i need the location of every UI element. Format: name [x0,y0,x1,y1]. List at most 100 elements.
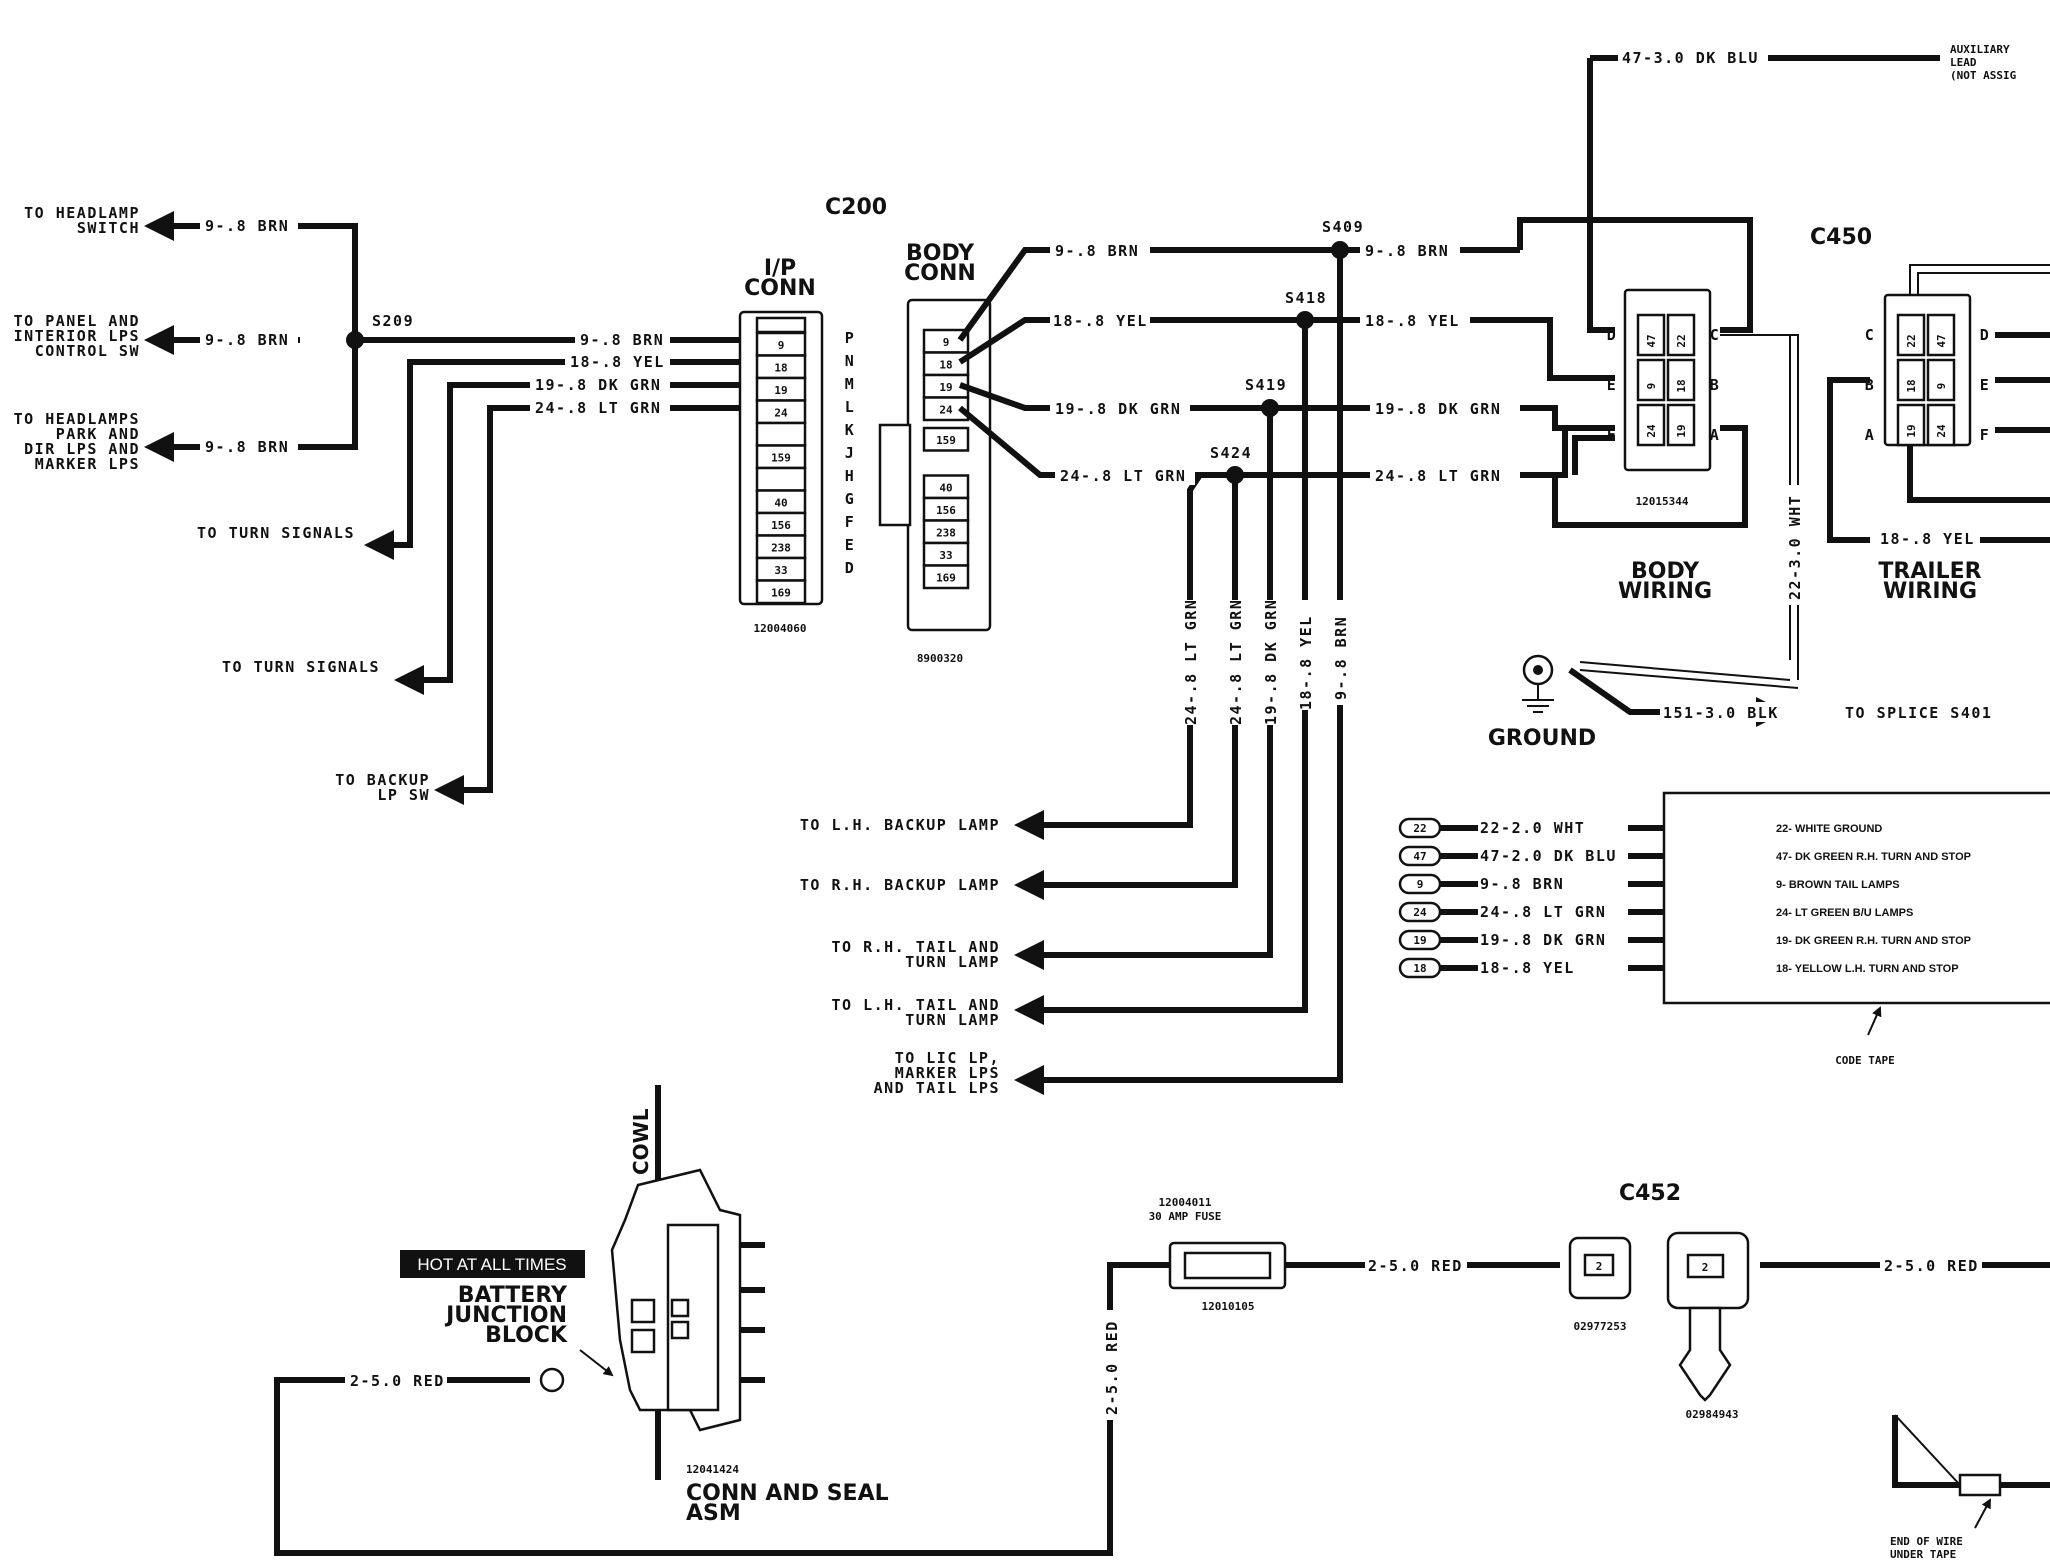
battery-label-1: BATTERY [458,1283,568,1308]
ip-pin-cell [755,466,807,492]
wire-label-body-yel: 18-.8 YEL [1053,312,1148,330]
dest-rh-tail-l2: TURN LAMP [905,953,1000,971]
trailer-wiring-pin-letter: B [1865,376,1876,394]
ip-pin-label: 33 [774,564,787,577]
body-wiring-pin-letter: B [1710,376,1721,394]
code-tag-label: 9 [1417,878,1424,891]
ip-pin-label: 169 [771,587,791,600]
s409-label: S409 [1322,218,1364,236]
wire-label-brn-3: 9-.8 BRN [205,438,289,456]
dest-turn-signals-2: TO TURN SIGNALS [222,658,380,676]
s424-label: S424 [1210,444,1252,462]
dest-turn-signals-1: TO TURN SIGNALS [197,524,355,542]
body-pin-label: 159 [936,434,956,447]
code-wire-label-bg [1478,958,1628,978]
wire-label-red-3: 2-5.0 RED [1368,1257,1463,1275]
body-wiring-label-2: WIRING [1618,579,1712,604]
body-pin-cell [922,396,970,422]
code-wire-label: 18-.8 YEL [1480,959,1575,977]
ip-pin-label: 9 [778,339,785,352]
c452-label: C452 [1619,1181,1681,1206]
s409-splice [1331,241,1349,259]
left-wiring [144,211,740,805]
dest-panel-lps-l2: INTERIOR LPS [14,327,140,345]
trailer-wiring-cell [1926,358,1956,402]
c200-label: C200 [825,195,887,220]
trailer-wiring-pin-letter: A [1865,426,1876,444]
dest-headlamps-l4: MARKER LPS [35,455,140,473]
wire-label-c450-yel: 18-.8 YEL [1365,312,1460,330]
trailer-wiring-cell-label: 22 [1905,334,1918,347]
left-destinations: TO HEADLAMP SWITCH TO PANEL AND INTERIOR… [14,204,429,804]
trailer-wiring-label-1: TRAILER [1878,559,1981,584]
dest-panel-lps-l1: TO PANEL AND [14,312,140,330]
body-wiring-cell [1636,403,1666,447]
dest-headlamps-l3: DIR LPS AND [24,440,140,458]
code-wire-label-bg [1478,902,1628,922]
dest-headlamp-switch-l2: SWITCH [77,219,140,237]
wire-label-body-dkgrn: 19-.8 DK GRN [1055,400,1181,418]
pin-letter: D [845,559,856,577]
trailer-wiring-cell [1896,358,1926,402]
to-splice-s401: TO SPLICE S401 [1845,704,1992,722]
end-of-wire-l1: END OF WIRE [1890,1535,1963,1548]
code-description: 22- WHITE GROUND [1776,823,1882,835]
body-side-labels: 9-.8 BRN 18-.8 YEL 19-.8 DK GRN 24-.8 LT… [1050,218,1520,485]
wire-label-ip-yel: 18-.8 YEL [570,353,665,371]
trailer-wiring-cell-label: 9 [1935,383,1948,390]
pin-letter: K [845,421,856,439]
ip-pin-cell [755,421,807,447]
code-wire-label-bg [1478,930,1628,950]
trailer-wiring-pin-letter: D [1980,326,1991,344]
wire-label-red-4: 2-5.0 RED [1884,1257,1979,1275]
body-wiring-cell [1636,313,1666,357]
code-description: 19- DK GREEN R.H. TURN AND STOP [1776,935,1971,947]
body-wiring-cell [1636,358,1666,402]
body-pin-label: 40 [939,482,952,495]
fuse: 12004011 30 AMP FUSE 12010105 [1149,1196,1287,1313]
ip-pin-cell [755,579,807,605]
ip-pin-label: 40 [774,497,787,510]
wire-label-wht: 22-3.0 WHT [1786,495,1804,600]
body-wiring-cell-label: 9 [1645,383,1658,390]
vwire-ltgrn-2: 24-.8 LT GRN [1227,599,1245,725]
pin-letter: N [845,352,856,370]
vwire-ltgrn-1: 24-.8 LT GRN [1182,599,1200,725]
trailer-wiring-cell-label: 18 [1905,379,1918,392]
ip-pin-label: 24 [774,407,788,420]
body-pin-label: 33 [939,549,952,562]
s209-splice [346,331,364,349]
c452-left-pin: 2 [1596,1260,1603,1273]
code-wire-label: 22-2.0 WHT [1480,819,1585,837]
trailer-wiring-cell-label: 24 [1935,424,1948,438]
hot-at-all-times: HOT AT ALL TIMES [417,1255,566,1274]
battery-junction: COWL HOT AT ALL TIMES BATTERY JUNCTION B… [400,1085,889,1526]
trailer-wiring-pin-letter: E [1980,376,1991,394]
ground-label: GROUND [1488,726,1596,751]
body-pin-label: 156 [936,504,956,517]
code-wire-label-bg [1478,846,1628,866]
body-pin-label: 24 [939,404,953,417]
code-wire-label: 47-2.0 DK BLU [1480,847,1617,865]
dest-lic-l3: AND TAIL LPS [874,1079,1000,1097]
battery-label-2: JUNCTION [444,1303,567,1328]
body-wiring-cell [1666,358,1696,402]
wire-label-red-2: 2-5.0 RED [1103,1320,1121,1415]
wire-label-ip-brn: 9-.8 BRN [580,331,664,349]
pin-letter: F [845,513,856,531]
body-wiring-pin-letter: A [1710,426,1721,444]
code-wire-label: 9-.8 BRN [1480,875,1564,893]
body-conn-label-1: BODY [906,241,975,266]
dest-rh-tail-l1: TO R.H. TAIL AND [832,938,1001,956]
asm-label-1: CONN AND SEAL [686,1481,889,1506]
trailer-wiring-label-2: WIRING [1883,579,1977,604]
body-wiring-pin-letter: F [1607,426,1618,444]
body-wiring-cell-label: 19 [1675,424,1688,437]
pin-letter: J [845,444,856,462]
